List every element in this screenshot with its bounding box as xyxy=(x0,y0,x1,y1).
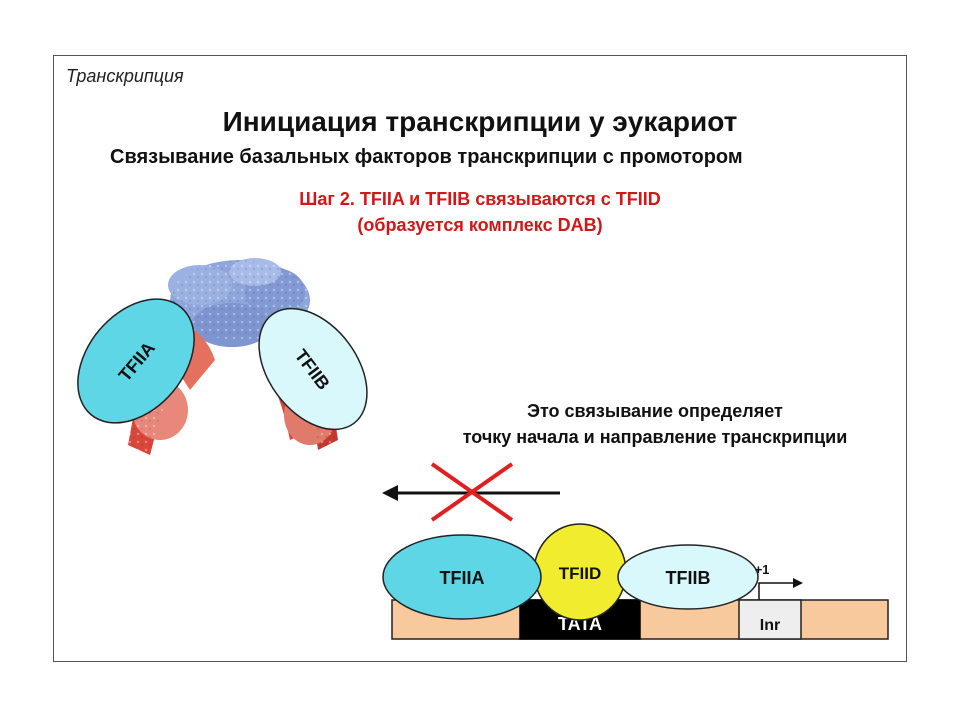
slide-title: Инициация транскрипции у эукариот xyxy=(222,106,738,137)
tfiia-structure-ellipse: TFIIA xyxy=(77,298,195,424)
molecular-structure-image: TFIIA TFIIB xyxy=(77,258,368,464)
step-caption: Шаг 2. TFIIA и TFIIB связываются с TFIID… xyxy=(240,186,720,238)
note-line-2: точку начала и направление транскрипции xyxy=(462,427,848,447)
section-label: Транскрипция xyxy=(66,66,184,86)
tfiid-label: TFIID xyxy=(559,564,602,583)
slide-subtitle: Связывание базальных факторов транскрипц… xyxy=(110,146,743,168)
tfiia-ellipse xyxy=(382,534,542,620)
tfiib-structure-ellipse: TFIIB xyxy=(258,307,368,431)
note-text: Это связывание определяет точку начала и… xyxy=(400,398,910,450)
wrong-direction-arrow xyxy=(382,485,560,501)
start-site-label: +1 xyxy=(755,562,770,577)
cross-mark-icon xyxy=(430,462,514,522)
start-site-arrow: +1 xyxy=(755,562,803,600)
inr-label: Inr xyxy=(760,617,780,634)
note-line-1: Это связывание определяет xyxy=(527,401,783,421)
step-line-1: Шаг 2. TFIIA и TFIIB связываются с TFIID xyxy=(299,189,661,209)
tfiia-label: TFIIA xyxy=(440,568,485,588)
tfiib-ellipse xyxy=(617,544,759,610)
slide-frame xyxy=(53,55,907,662)
inr-element xyxy=(738,599,802,640)
tfiib-label: TFIIB xyxy=(666,568,711,588)
dab-complex: TFIID TFIIA TFIIB xyxy=(382,523,759,621)
step-line-2: (образуется комплекс DAB) xyxy=(357,215,603,235)
